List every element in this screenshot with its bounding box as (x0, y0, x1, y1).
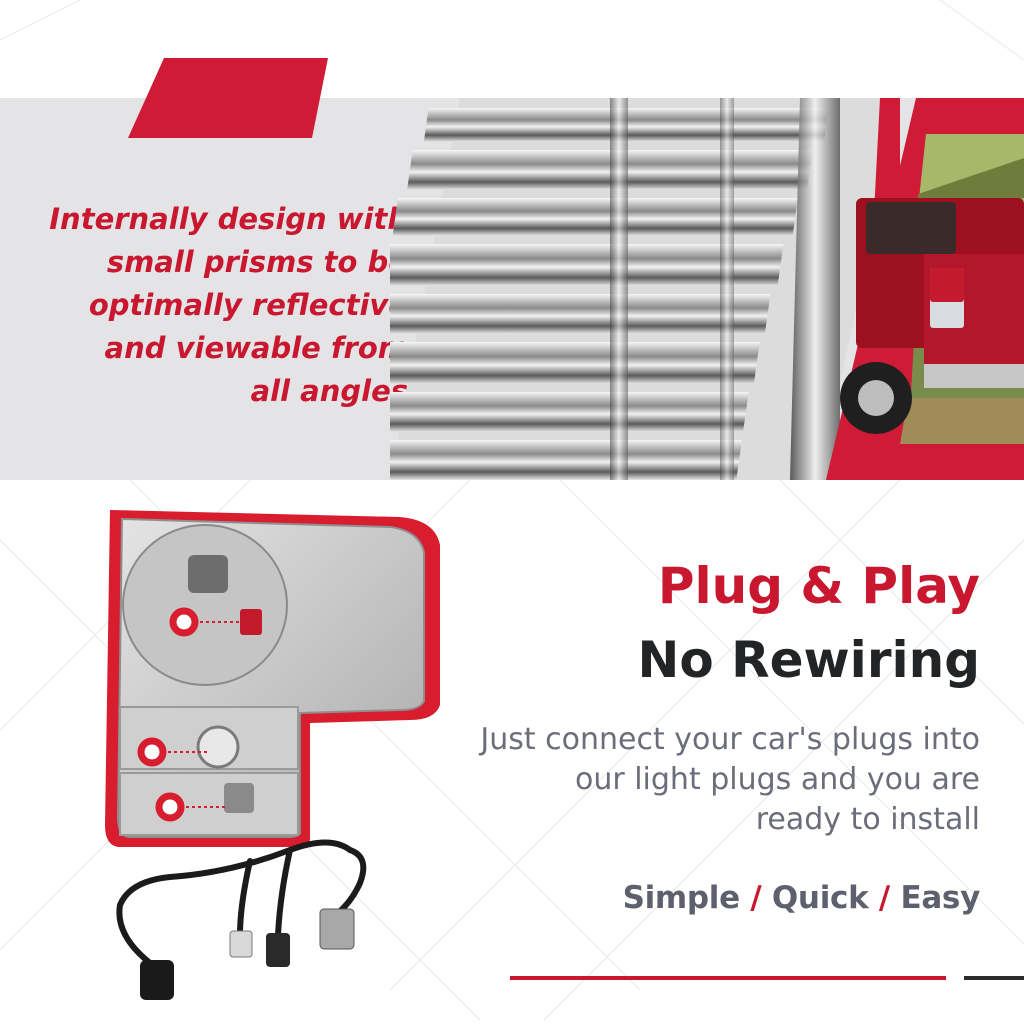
plug-and-play-title: Plug & Play (657, 557, 980, 615)
feature-tagline: Simple / Quick / Easy (420, 880, 981, 916)
tag-quick: Quick (771, 880, 869, 916)
red-accent-tab (128, 58, 328, 138)
tag-separator: / (739, 880, 772, 916)
headline-line: Internally design with (49, 202, 408, 236)
no-rewiring-title: No Rewiring (637, 631, 980, 689)
headline-line: all angles (250, 374, 408, 408)
tag-separator: / (868, 880, 901, 916)
tail-light-product-image (105, 510, 440, 1000)
bottom-rule-dark (964, 976, 1024, 980)
description-line: our light plugs and you are (574, 762, 980, 797)
truck-rear-photo (826, 98, 1024, 480)
headline-line: small prisms to be (106, 245, 408, 279)
plug-and-play-block: Plug & Play No Rewiring Just connect you… (420, 556, 980, 916)
description-line: Just connect your car's plugs into (480, 722, 980, 757)
bottom-rule-red (510, 976, 946, 980)
prism-closeup-photo (390, 98, 900, 480)
prism-headline: Internally design with small prisms to b… (20, 198, 408, 413)
tag-simple: Simple (622, 880, 741, 916)
description-line: ready to install (755, 802, 980, 837)
tag-easy: Easy (900, 880, 980, 916)
install-description: Just connect your car's plugs into our l… (420, 720, 980, 840)
headline-line: and viewable from (104, 331, 408, 365)
headline-line: optimally reflective (88, 288, 408, 322)
